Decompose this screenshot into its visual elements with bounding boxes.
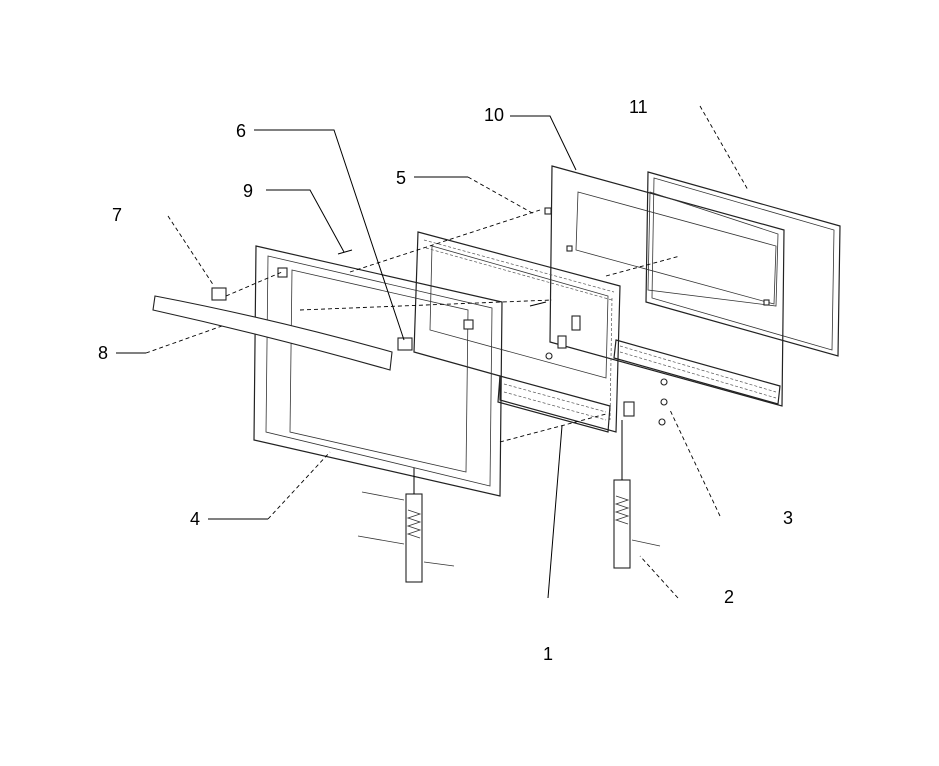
door-handle xyxy=(152,287,413,371)
callout-1: 1 xyxy=(543,644,554,664)
hinge-bracket xyxy=(623,401,635,417)
screws xyxy=(337,249,668,426)
callout-11: 11 xyxy=(629,97,648,117)
outer-glass-door xyxy=(253,245,503,497)
leader-7 xyxy=(167,215,215,287)
frame-screw xyxy=(763,299,770,306)
rear-glass-panel xyxy=(645,171,841,357)
right-hinge xyxy=(613,401,661,569)
callout-2: 2 xyxy=(724,587,735,607)
callout-4: 4 xyxy=(190,509,201,529)
frame-clip xyxy=(571,315,581,331)
frame-screw xyxy=(544,207,552,215)
door-clip xyxy=(277,267,288,278)
inner-frame xyxy=(544,165,785,407)
callout-5: 5 xyxy=(396,168,407,188)
leader-lines xyxy=(116,105,749,599)
bottom-rail xyxy=(613,339,781,405)
left-hinge xyxy=(357,468,455,583)
frame-screw xyxy=(566,245,573,252)
leader-5b xyxy=(467,176,535,215)
leader-8b xyxy=(145,325,223,354)
door-inner-frame xyxy=(413,231,621,433)
leader-3 xyxy=(669,409,721,517)
callout-6: 6 xyxy=(236,121,247,141)
leader-1 xyxy=(547,425,563,599)
leader-10 xyxy=(510,115,577,171)
leader-2 xyxy=(639,555,679,599)
handle-mount xyxy=(397,337,413,351)
callout-7: 7 xyxy=(112,205,123,225)
callout-9: 9 xyxy=(243,181,254,201)
assembly-lines xyxy=(225,209,681,443)
callout-10: 10 xyxy=(484,105,505,125)
leader-11 xyxy=(699,105,749,191)
screw-9 xyxy=(337,249,353,255)
leader-6 xyxy=(254,129,405,341)
callout-8: 8 xyxy=(98,343,109,363)
leader-4b xyxy=(267,451,331,520)
frame-clip xyxy=(557,335,567,349)
leader-9 xyxy=(266,189,345,253)
callout-3: 3 xyxy=(783,508,794,528)
screw-5 xyxy=(529,301,547,307)
door-clip xyxy=(463,319,474,330)
handle-mount xyxy=(211,287,227,301)
